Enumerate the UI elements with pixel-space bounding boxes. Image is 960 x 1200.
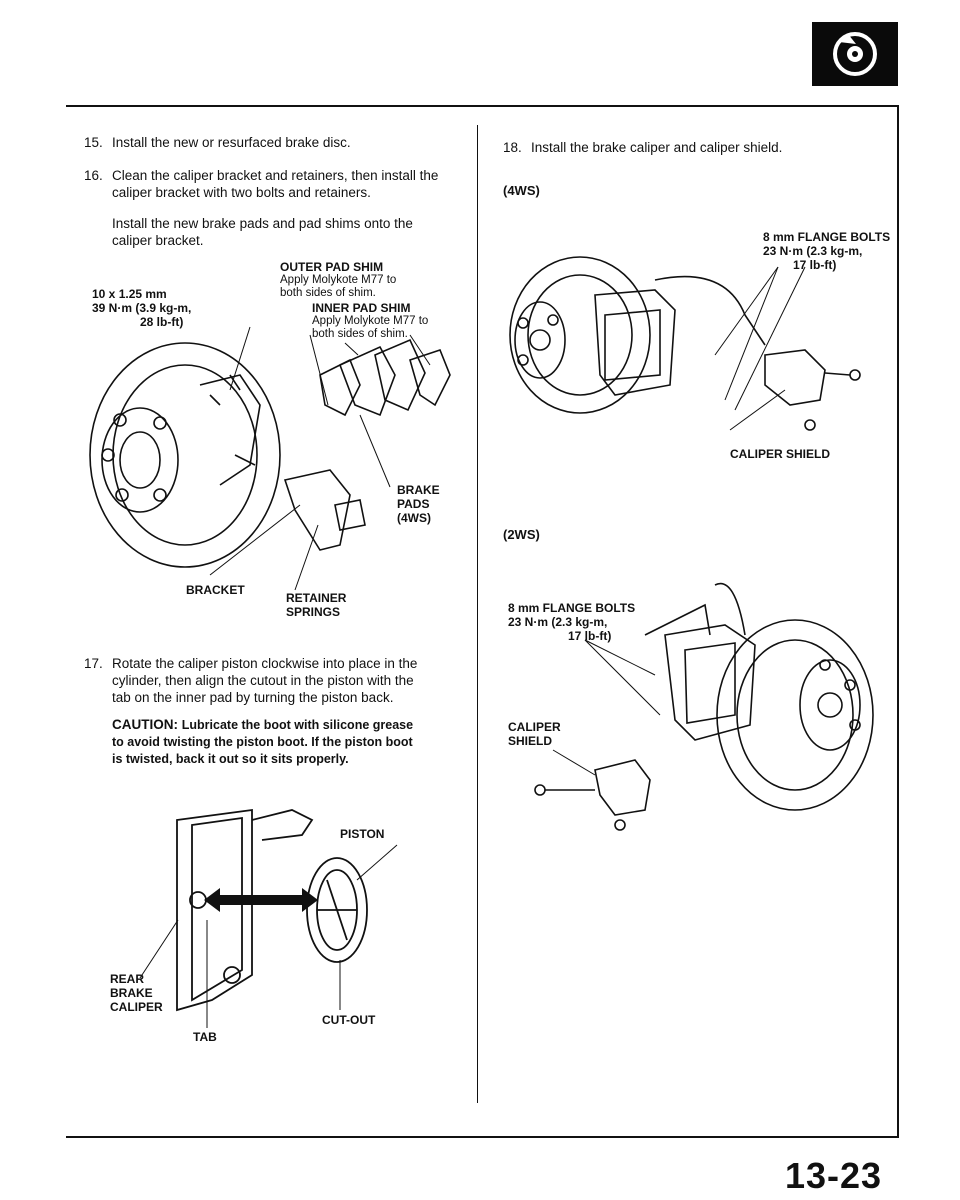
caution-text: is twisted, back it out so it sits prope… — [112, 752, 349, 766]
top-rule — [66, 105, 898, 107]
brake-disc-icon — [833, 32, 877, 76]
column-divider — [477, 125, 478, 1103]
step-text-line: Install the new brake pads and pad shims… — [112, 216, 413, 231]
step-text: Install the new or resurfaced brake disc… — [112, 135, 351, 150]
piston-cutout-drawing — [139, 808, 398, 1028]
caution-note: CAUTION: Lubricate the boot with silicon… — [112, 716, 472, 734]
page-number: 13-23 — [785, 1155, 883, 1196]
caution-label: CAUTION: — [112, 717, 178, 732]
step-16: 16. Clean the caliper bracket and retain… — [84, 167, 464, 248]
caution-text: to avoid twisting the piston boot. If th… — [112, 735, 413, 749]
caliper-4ws-drawing — [509, 256, 861, 431]
step-text-line: tab on the inner pad by turning the pist… — [112, 690, 394, 705]
figure-caliper-4ws: 8 mm FLANGE BOLTS 23 N·m (2.3 kg-m, 17 l… — [505, 225, 890, 465]
figure-caliper-bracket: 10 x 1.25 mm 39 N·m (3.9 kg-m, 28 lb-ft)… — [89, 255, 470, 619]
step-17: 17. Rotate the caliper piston clockwise … — [84, 655, 464, 766]
section-logo — [812, 22, 898, 86]
bolt-spec-label: 10 x 1.25 mm 39 N·m (3.9 kg-m, 28 lb-ft) — [92, 287, 192, 329]
rear-brake-caliper-label: REAR BRAKE CALIPER — [110, 972, 163, 1014]
bottom-rule — [66, 1136, 899, 1138]
figure-caliper-2ws: 8 mm FLANGE BOLTS 23 N·m (2.3 kg-m, 17 l… — [505, 575, 885, 850]
retainer-springs-label: RETAINER SPRINGS — [286, 591, 347, 619]
cutout-label: CUT-OUT — [322, 1013, 376, 1027]
figure-piston-alignment: PISTON REAR BRAKE CALIPER TAB CUT-OUT — [110, 800, 412, 1065]
step-text-line: Rotate the caliper piston clockwise into… — [112, 656, 418, 671]
step-text-line: Clean the caliper bracket and retainers,… — [112, 168, 439, 183]
figure-title-2ws: (2WS) — [503, 527, 540, 542]
step-number: 17. — [84, 656, 103, 671]
step-text-line: caliper bracket with two bolts and retai… — [112, 185, 371, 200]
outer-pad-shim-label: OUTER PAD SHIM Apply Molykote M77 to bot… — [280, 260, 397, 299]
step-text: Install the brake caliper and caliper sh… — [531, 140, 783, 155]
caliper-2ws-drawing — [534, 582, 874, 831]
caution-text: Lubricate the boot with silicone grease — [181, 718, 414, 732]
inner-pad-shim-label: INNER PAD SHIM Apply Molykote M77 to bot… — [312, 301, 429, 340]
step-number: 16. — [84, 168, 103, 183]
caliper-shield-label: CALIPER SHIELD — [730, 447, 831, 461]
piston-label: PISTON — [340, 827, 385, 841]
figure-title-4ws: (4WS) — [503, 183, 540, 198]
caliper-shield-label: CALIPER SHIELD — [508, 720, 561, 748]
brake-assembly-drawing — [89, 326, 451, 591]
step-text-line: cylinder, then align the cutout in the p… — [112, 673, 414, 688]
step-number: 18. — [503, 140, 522, 155]
tab-label: TAB — [193, 1030, 217, 1044]
flange-bolts-label: 8 mm FLANGE BOLTS 23 N·m (2.3 kg-m, 17 l… — [763, 230, 891, 272]
flange-bolts-label: 8 mm FLANGE BOLTS 23 N·m (2.3 kg-m, 17 l… — [508, 601, 636, 643]
brake-pads-label: BRAKE PADS (4WS) — [397, 483, 440, 525]
step-text-line: caliper bracket. — [112, 233, 204, 248]
right-rule — [897, 105, 899, 1137]
bracket-label: BRACKET — [186, 583, 245, 597]
step-number: 15. — [84, 135, 103, 150]
